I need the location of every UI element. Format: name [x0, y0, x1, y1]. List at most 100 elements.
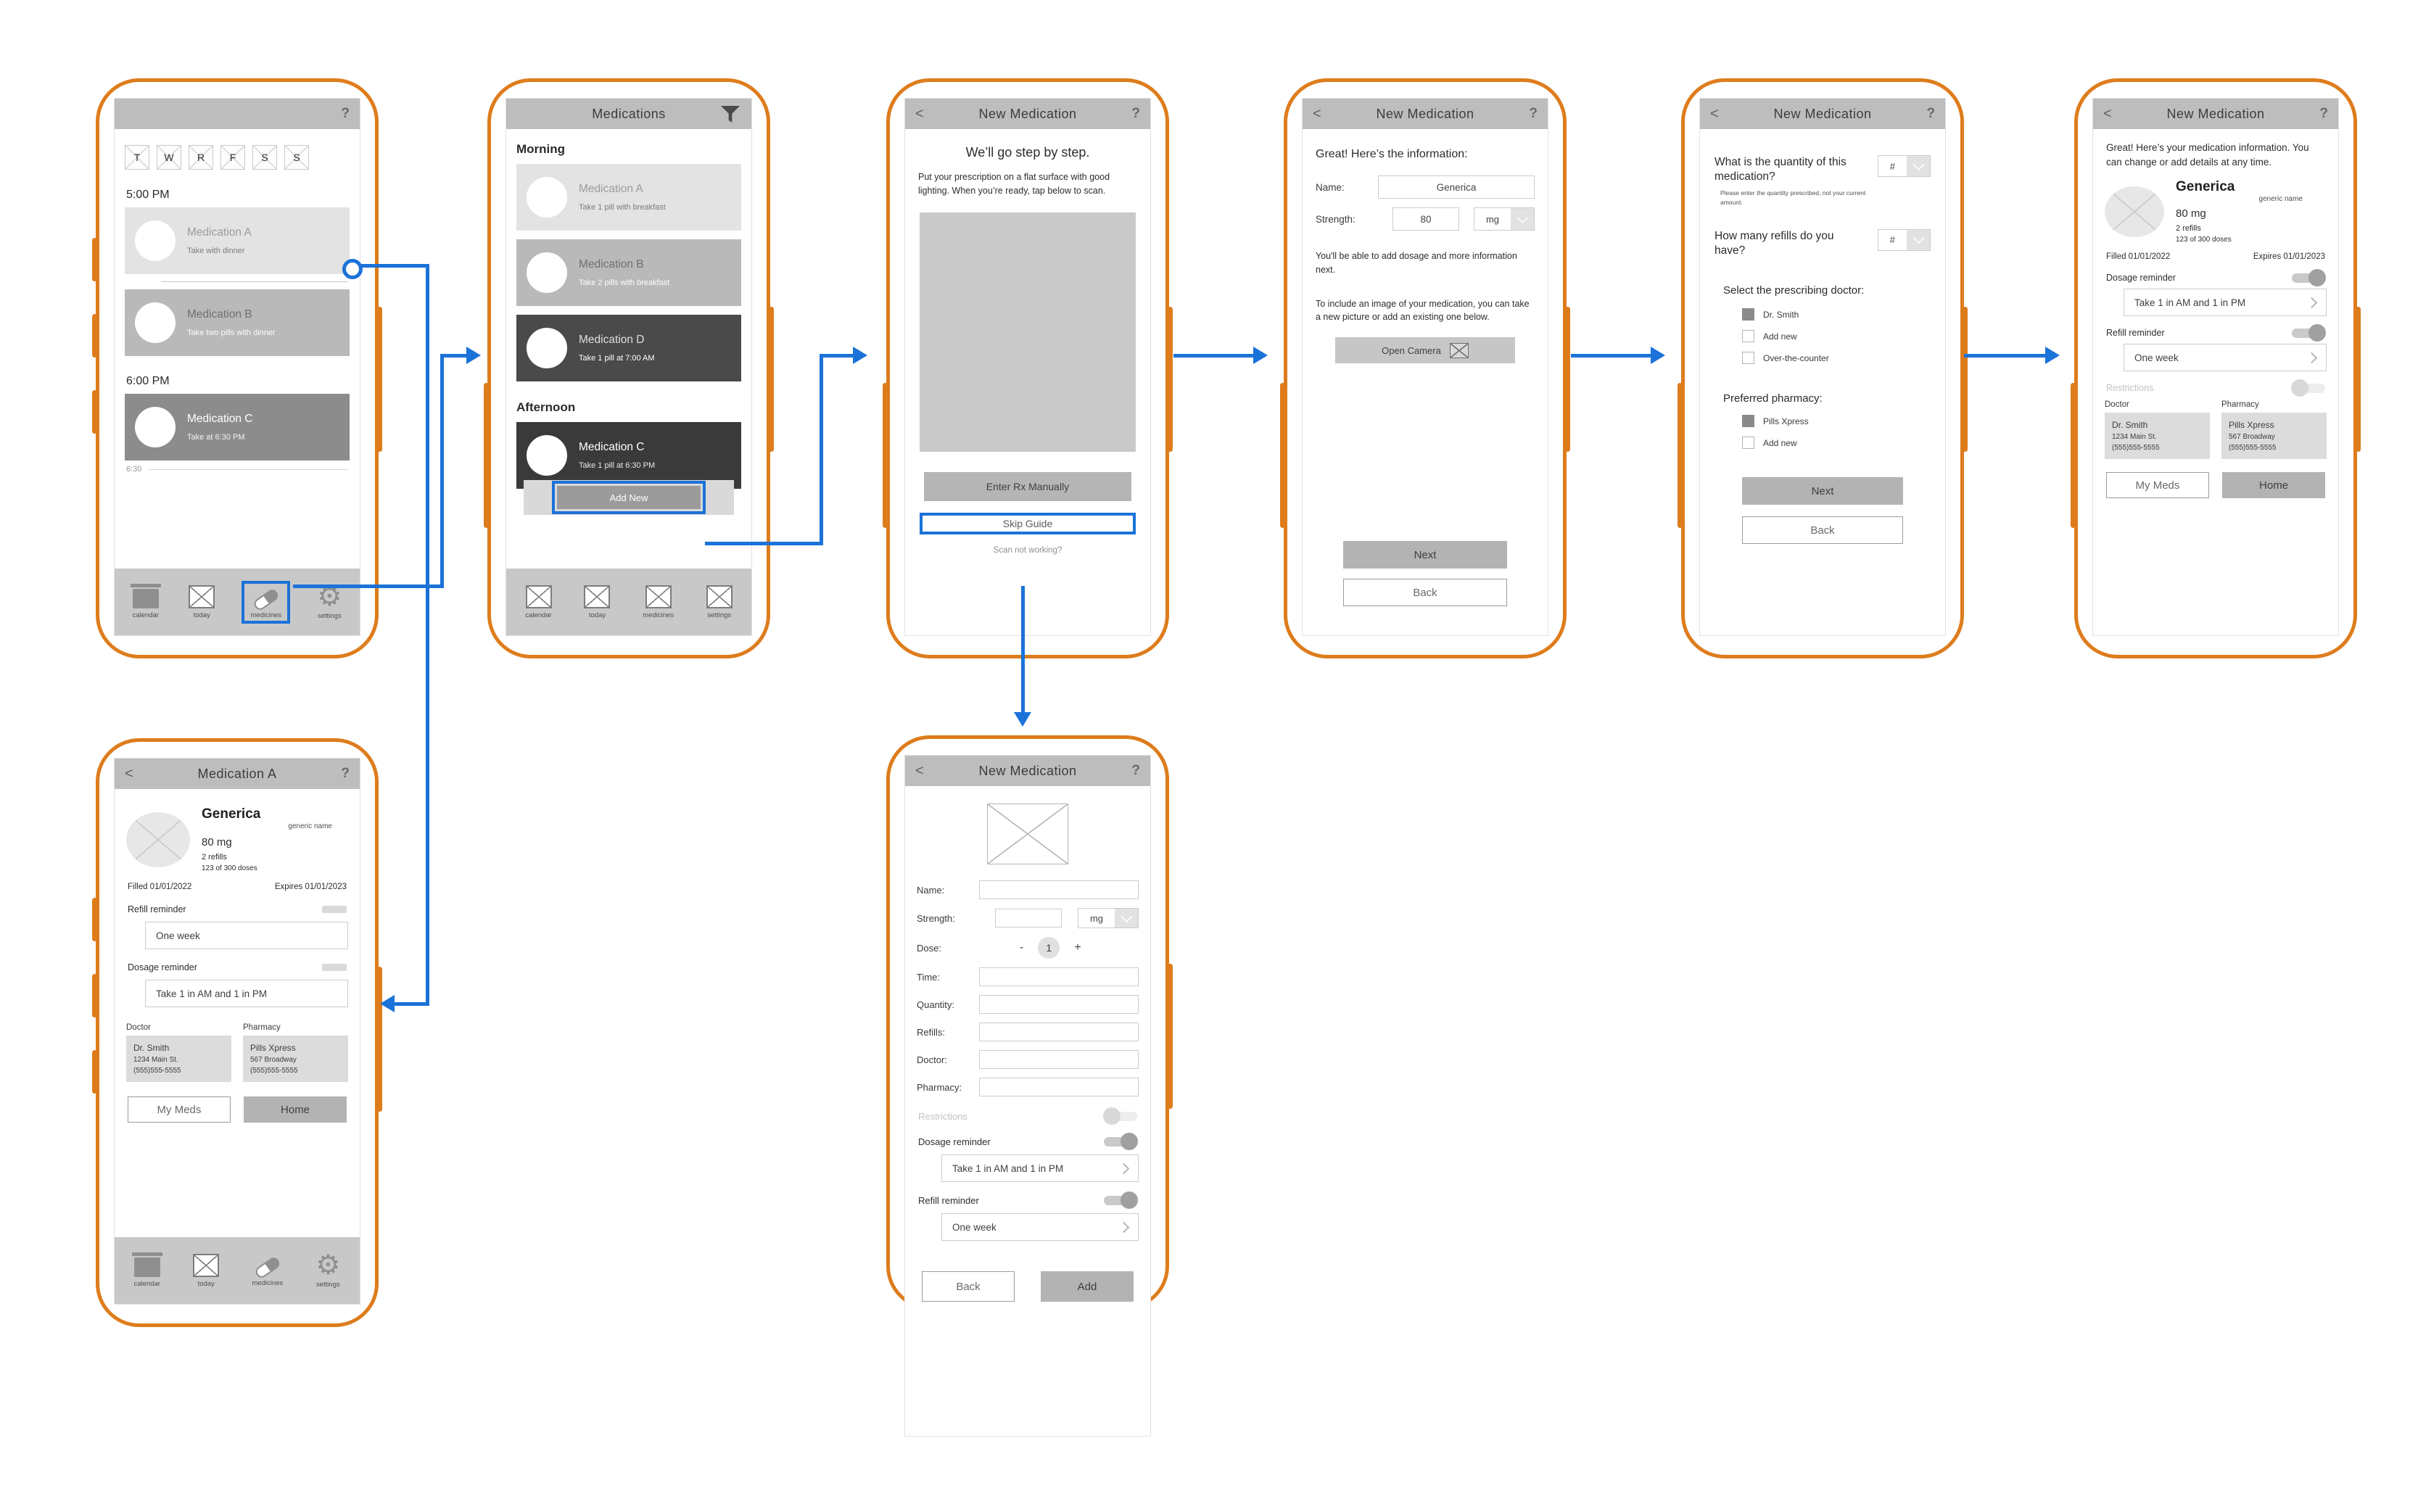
quantity-field[interactable]: [979, 995, 1139, 1014]
medication-card-a[interactable]: Medication A Take with dinner: [125, 207, 350, 274]
nav-medicines-highlighted[interactable]: medicines: [242, 580, 291, 624]
quantity-select[interactable]: #: [1877, 155, 1931, 177]
pharmacy-option[interactable]: Add new: [1742, 437, 1931, 450]
nav-settings[interactable]: ⚙ settings: [317, 583, 342, 620]
medication-card-a[interactable]: Medication A Take 1 pill with breakfast: [516, 164, 741, 231]
next-button[interactable]: Next: [1343, 541, 1507, 569]
medication-card-b[interactable]: Medication B Take two pills with dinner: [125, 289, 350, 356]
checkbox-unchecked[interactable]: [1742, 352, 1754, 365]
doctor-option[interactable]: Dr. Smith: [1742, 308, 1931, 321]
pharmacy-option[interactable]: Pills Xpress: [1742, 415, 1931, 428]
dosage-reminder-indicator[interactable]: [322, 964, 347, 971]
filter-icon[interactable]: [721, 106, 740, 123]
medication-card-c[interactable]: Medication C Take at 6:30 PM: [125, 394, 350, 460]
back-icon[interactable]: <: [1710, 105, 1719, 122]
doctor-option[interactable]: Over-the-counter: [1742, 352, 1931, 365]
dosage-reminder-toggle-on[interactable]: [2292, 268, 2326, 286]
nav-settings[interactable]: settings: [706, 584, 733, 619]
refill-schedule-box[interactable]: One week: [941, 1213, 1139, 1241]
refills-field[interactable]: [979, 1023, 1139, 1041]
phone-frame-quantity: < New Medication ? What is the quantity …: [1678, 78, 1968, 658]
back-button[interactable]: Back: [1742, 516, 1903, 545]
nav-settings[interactable]: ⚙ settings: [315, 1252, 340, 1289]
checkbox-unchecked[interactable]: [1742, 437, 1754, 450]
back-icon[interactable]: <: [125, 765, 133, 782]
day-tab[interactable]: F: [220, 145, 245, 170]
strength-field[interactable]: 80: [1392, 207, 1459, 231]
day-tab[interactable]: W: [157, 145, 181, 170]
dosage-schedule-box[interactable]: Take 1 in AM and 1 in PM: [941, 1154, 1139, 1182]
refill-schedule-box[interactable]: One week: [145, 922, 348, 949]
help-icon[interactable]: ?: [1131, 763, 1140, 778]
back-icon[interactable]: <: [915, 762, 924, 779]
dosage-reminder-toggle-on[interactable]: [1104, 1133, 1138, 1150]
medication-card-b[interactable]: Medication B Take 2 pills with breakfast: [516, 239, 741, 306]
help-icon[interactable]: ?: [1529, 106, 1538, 121]
doctor-field[interactable]: [979, 1050, 1139, 1069]
medication-photo-placeholder[interactable]: [987, 803, 1068, 864]
nav-today[interactable]: today: [193, 1253, 220, 1288]
doctor-option[interactable]: Add new: [1742, 330, 1931, 343]
pharmacy-info-card[interactable]: Pills Xpress 567 Broadway (555)555-5555: [2221, 413, 2327, 460]
restrictions-toggle-off[interactable]: [2291, 379, 2325, 397]
home-button[interactable]: Home: [2222, 472, 2325, 499]
back-icon[interactable]: <: [1313, 105, 1321, 122]
doctor-info-card[interactable]: Dr. Smith 1234 Main St. (555)555-5555: [126, 1036, 231, 1082]
help-icon[interactable]: ?: [1131, 106, 1140, 121]
strength-field[interactable]: [994, 909, 1062, 928]
dose-plus-button[interactable]: +: [1074, 941, 1081, 954]
camera-viewfinder[interactable]: [920, 212, 1136, 452]
dosage-schedule-box[interactable]: Take 1 in AM and 1 in PM: [2124, 289, 2327, 317]
next-button[interactable]: Next: [1742, 477, 1903, 505]
skip-guide-button[interactable]: Skip Guide: [920, 512, 1136, 534]
refill-reminder-toggle-on[interactable]: [2292, 323, 2326, 342]
pharmacy-info-card[interactable]: Pills Xpress 567 Broadway (555)555-5555: [243, 1036, 348, 1082]
checkbox-checked[interactable]: [1742, 308, 1754, 321]
my-meds-button[interactable]: My Meds: [128, 1096, 231, 1123]
help-icon[interactable]: ?: [341, 766, 350, 781]
medication-card-d[interactable]: Medication D Take 1 pill at 7:00 AM: [516, 315, 741, 381]
unit-select[interactable]: mg: [1473, 207, 1535, 231]
help-icon[interactable]: ?: [2319, 106, 2328, 121]
checkbox-unchecked[interactable]: [1742, 330, 1754, 343]
back-button[interactable]: Back: [1343, 579, 1507, 606]
enter-rx-manually-button[interactable]: Enter Rx Manually: [924, 471, 1131, 501]
time-field[interactable]: [979, 967, 1139, 986]
nav-calendar[interactable]: calendar: [525, 584, 552, 619]
pharmacy-field[interactable]: [979, 1078, 1139, 1096]
refills-select[interactable]: #: [1877, 228, 1931, 251]
nav-medicines[interactable]: medicines: [643, 584, 674, 619]
name-field[interactable]: [979, 880, 1139, 899]
day-tab[interactable]: S: [252, 145, 277, 170]
back-icon[interactable]: <: [915, 105, 924, 122]
nav-medicines[interactable]: medicines: [252, 1255, 283, 1287]
day-tab[interactable]: R: [189, 145, 213, 170]
back-icon[interactable]: <: [2103, 105, 2112, 122]
day-tab[interactable]: S: [284, 145, 309, 170]
home-button[interactable]: Home: [244, 1096, 347, 1123]
nav-today[interactable]: today: [189, 584, 215, 619]
doctor-info-card[interactable]: Dr. Smith 1234 Main St. (555)555-5555: [2105, 413, 2210, 460]
my-meds-button[interactable]: My Meds: [2106, 472, 2209, 499]
refill-reminder-indicator[interactable]: [322, 906, 347, 913]
help-icon[interactable]: ?: [1926, 106, 1935, 121]
dose-minus-button[interactable]: -: [1020, 941, 1024, 954]
dosage-schedule-box[interactable]: Take 1 in AM and 1 in PM: [145, 980, 348, 1007]
unit-select[interactable]: mg: [1077, 908, 1139, 928]
help-icon[interactable]: ?: [341, 106, 350, 121]
nav-today[interactable]: today: [584, 584, 611, 619]
back-button[interactable]: Back: [922, 1271, 1015, 1302]
checkbox-checked[interactable]: [1742, 415, 1754, 428]
name-field[interactable]: Generica: [1378, 175, 1535, 199]
medication-card-c[interactable]: Medication C Take 1 pill at 6:30 PM: [516, 422, 741, 489]
day-tab[interactable]: T: [125, 145, 149, 170]
nav-calendar[interactable]: calendar: [131, 1252, 162, 1288]
refill-schedule-box[interactable]: One week: [2124, 344, 2327, 372]
refill-reminder-toggle-on[interactable]: [1104, 1191, 1138, 1209]
add-new-button[interactable]: Add New: [557, 486, 701, 509]
scan-not-working-link[interactable]: Scan not working?: [993, 545, 1062, 555]
restrictions-toggle-off[interactable]: [1103, 1107, 1137, 1125]
nav-calendar[interactable]: calendar: [130, 583, 161, 619]
add-button[interactable]: Add: [1041, 1271, 1134, 1302]
open-camera-button[interactable]: Open Camera: [1335, 337, 1515, 363]
